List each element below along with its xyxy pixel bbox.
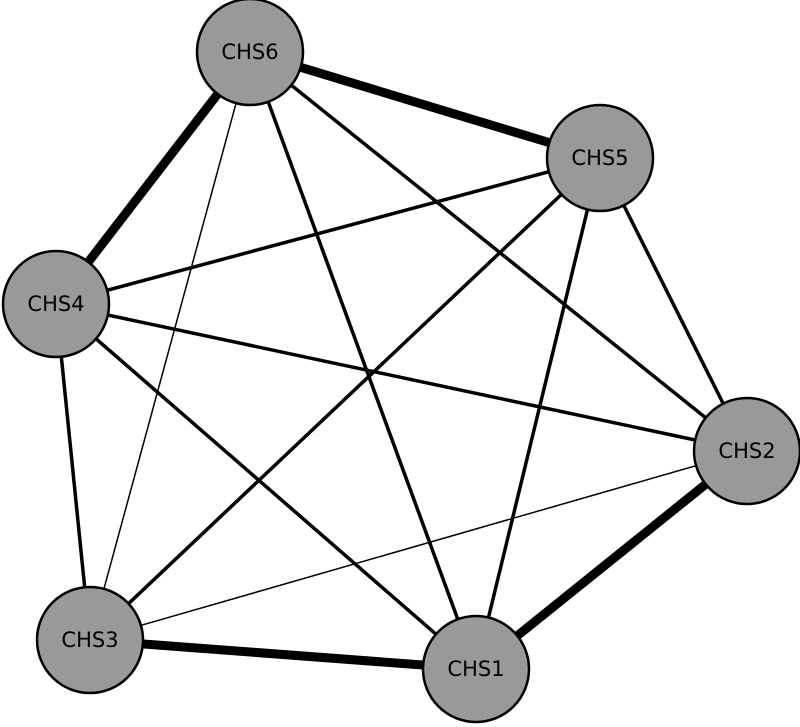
node-label: CHS4 xyxy=(27,292,84,316)
node-chs1: CHS1 xyxy=(421,614,531,724)
edge-chs3-chs1 xyxy=(89,635,477,674)
node-chs4: CHS4 xyxy=(1,249,111,359)
edge-chs5-chs4 xyxy=(55,156,601,306)
node-label: CHS5 xyxy=(571,146,628,170)
node-label: CHS6 xyxy=(221,40,278,64)
edge-chs6-chs2 xyxy=(248,50,749,453)
node-circle xyxy=(1,249,111,359)
edge-chs5-chs3 xyxy=(88,156,602,642)
edge-chs6-chs5 xyxy=(248,47,602,163)
edge-chs4-chs3 xyxy=(54,303,92,641)
node-chs3: CHS3 xyxy=(35,585,145,695)
edge-chs2-chs1 xyxy=(473,447,750,673)
node-chs5: CHS5 xyxy=(545,103,655,213)
node-label: CHS2 xyxy=(718,439,775,463)
node-label: CHS3 xyxy=(61,628,118,652)
node-label: CHS1 xyxy=(447,657,504,681)
edge-chs4-chs2 xyxy=(55,302,748,453)
edge-chs5-chs2 xyxy=(598,157,749,452)
node-circle xyxy=(195,0,305,107)
edge-chs6-chs1 xyxy=(248,51,478,670)
node-chs6: CHS6 xyxy=(195,0,305,107)
node-circle xyxy=(545,103,655,213)
node-circle xyxy=(35,585,145,695)
node-chs2: CHS2 xyxy=(692,396,800,506)
edge-chs5-chs1 xyxy=(474,157,602,670)
edges-layer xyxy=(52,47,750,674)
node-circle xyxy=(421,614,531,724)
edge-chs2-chs3 xyxy=(89,450,748,641)
node-circle xyxy=(692,396,800,506)
edge-chs4-chs1 xyxy=(54,302,478,671)
edge-chs6-chs3 xyxy=(89,51,251,641)
